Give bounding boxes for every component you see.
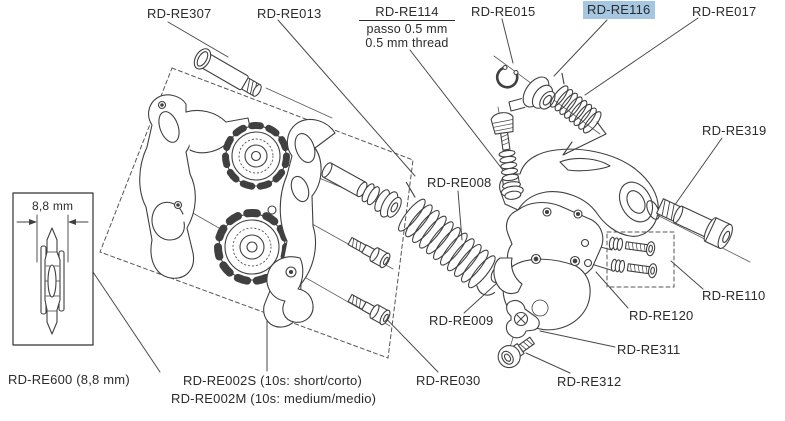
axle-sleeve-bushing-drawing: [321, 162, 402, 218]
circlip-drawing: [495, 64, 519, 89]
label-rd-re114-block: RD-RE114 passo 0.5 mm 0.5 mm thread: [359, 5, 455, 50]
limit-screw-lower-drawing: [610, 258, 658, 279]
label-rd-re312: RD-RE312: [557, 374, 622, 389]
cage-spring-drawing: [398, 181, 496, 296]
label-rd-re015: RD-RE015: [471, 4, 536, 19]
pulley-detail-box: [12, 192, 94, 346]
lower-pulley-drawing: [214, 209, 290, 285]
label-rd-re008: RD-RE008: [427, 175, 492, 190]
mounting-bolt-oring-drawing: [646, 200, 660, 220]
label-rd-re030: RD-RE030: [416, 373, 481, 388]
pivot-spring-drawing: [549, 72, 602, 134]
pivot-spring-leg-drawing: [562, 121, 607, 156]
cable-anchor-bolt-drawing: [497, 336, 535, 369]
derailleur-body-drawing: [493, 148, 659, 331]
pivot-cap-drawing: [508, 76, 556, 112]
label-rd-re002m: RD-RE002M (10s: medium/medio): [171, 391, 377, 406]
leader-lines: [92, 17, 723, 374]
label-rd-re600: RD-RE600 (8,8 mm): [8, 372, 130, 387]
label-rd-re002s: RD-RE002S (10s: short/corto): [183, 373, 362, 388]
label-rd-re114-note-2: 0.5 mm thread: [365, 35, 449, 50]
label-rd-re017: RD-RE017: [692, 4, 757, 19]
label-rd-re120: RD-RE120: [629, 308, 694, 323]
inner-cage-plate-drawing: [263, 118, 336, 328]
cable-adjuster-drawing: [490, 112, 524, 200]
label-rd-re013: RD-RE013: [257, 6, 322, 21]
cable-anchor-plate-drawing: [505, 299, 540, 339]
outer-cage-plate-drawing: [139, 94, 253, 279]
label-rd-re311: RD-RE311: [617, 342, 681, 357]
mounting-bolt-drawing: [656, 198, 733, 249]
label-rd-re114-note-1: passo 0.5 mm: [366, 22, 448, 36]
limit-screw-upper-drawing: [608, 236, 656, 257]
screw-kit-dashed-box: [606, 231, 675, 288]
cage-screw-upper-drawing: [347, 236, 391, 269]
label-rd-re009: RD-RE009: [429, 313, 494, 328]
label-rd-re116-highlighted: RD-RE116: [583, 1, 655, 19]
upper-pulley-drawing: [222, 122, 290, 190]
cage-pivot-bolt-drawing: [193, 48, 262, 97]
pulley-side-view-drawing: [40, 227, 65, 335]
label-rd-re114: RD-RE114: [359, 5, 455, 21]
label-rd-re319: RD-RE319: [702, 123, 767, 138]
cage-screw-lower-drawing: [347, 293, 391, 326]
label-rd-re110: RD-RE110: [702, 288, 766, 303]
label-dimension-8-8mm: 8,8 mm: [32, 199, 74, 213]
label-rd-re307: RD-RE307: [147, 6, 212, 21]
